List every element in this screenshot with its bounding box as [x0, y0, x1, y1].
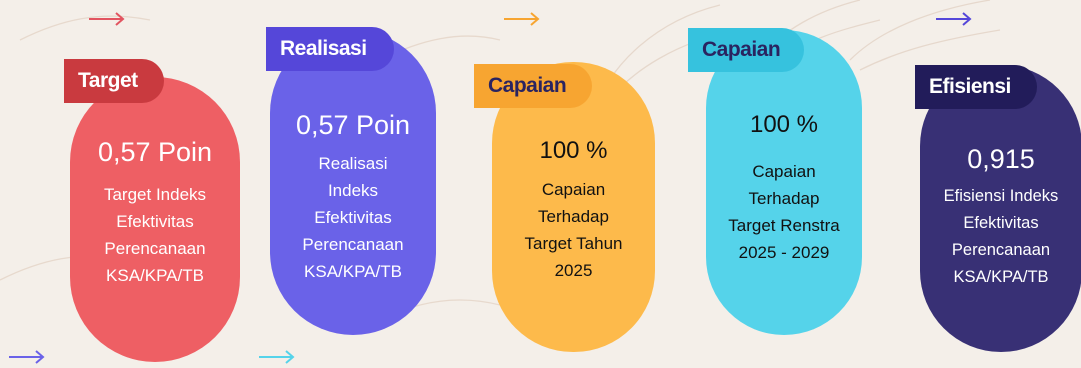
card-value: 0,57 Poin	[295, 110, 411, 140]
right-arrow-icon	[88, 12, 126, 26]
capaian-tahun-card: 100 % Capaian Terhadap Target Tahun 2025	[492, 62, 655, 352]
card-value: 0,915	[967, 144, 1035, 174]
card-description: Realisasi Indeks Efektivitas Perencanaan…	[302, 154, 404, 281]
card-tag: Capaian	[474, 64, 592, 108]
card-description: Capaian Terhadap Target Renstra 2025 - 2…	[728, 162, 840, 262]
card-description: Capaian Terhadap Target Tahun 2025	[524, 180, 623, 280]
realisasi-card: 0,57 Poin Realisasi Indeks Efektivitas P…	[270, 30, 436, 335]
right-arrow-icon	[503, 12, 541, 26]
capaian-renstra-card: 100 % Capaian Terhadap Target Renstra 20…	[706, 30, 862, 335]
card-tag: Efisiensi	[915, 65, 1037, 109]
right-arrow-icon	[258, 350, 296, 364]
card-tag: Realisasi	[266, 27, 394, 71]
efisiensi-card: 0,915 Efisiensi Indeks Efektivitas Peren…	[920, 65, 1081, 352]
card-value: 0,57 Poin	[97, 137, 213, 167]
card-tag: Capaian	[688, 28, 804, 72]
card-tag: Target	[64, 59, 164, 103]
card-description: Target Indeks Efektivitas Perencanaan KS…	[103, 185, 207, 285]
target-card: 0,57 Poin Target Indeks Efektivitas Pere…	[70, 77, 240, 362]
card-value: 100 %	[539, 137, 608, 164]
right-arrow-icon	[8, 350, 46, 364]
card-value: 100 %	[749, 111, 819, 138]
card-description: Efisiensi Indeks Efektivitas Perencanaan…	[943, 187, 1059, 286]
right-arrow-icon	[935, 12, 973, 26]
